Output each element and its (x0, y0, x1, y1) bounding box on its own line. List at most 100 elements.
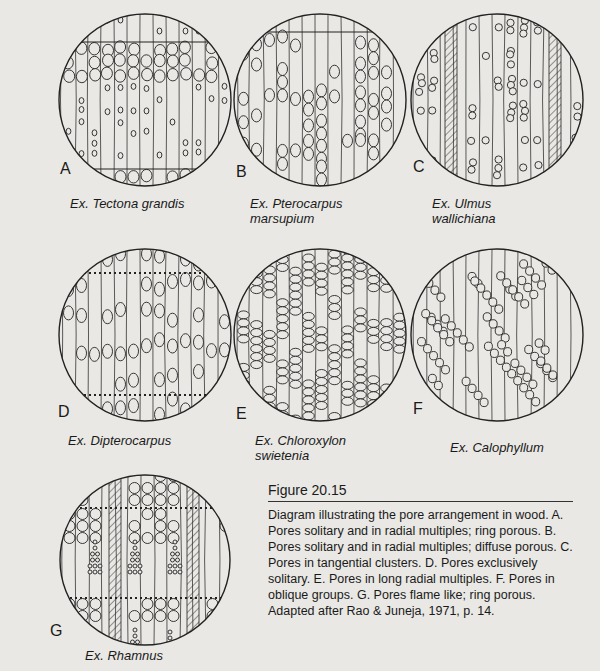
ray-line (180, 475, 181, 645)
pore (395, 142, 405, 155)
pore (424, 345, 432, 353)
pore (238, 335, 250, 343)
pore (77, 346, 87, 360)
ray-line (379, 14, 381, 186)
pore (92, 130, 97, 136)
pore (394, 275, 406, 283)
pore (277, 360, 289, 368)
pore (168, 636, 172, 640)
pore (355, 324, 367, 332)
pore (168, 533, 179, 544)
pore (116, 401, 126, 415)
pore (239, 92, 249, 105)
pore (118, 153, 123, 159)
pore (329, 353, 341, 361)
pore (342, 389, 354, 397)
pore (264, 282, 276, 290)
pore (277, 376, 289, 384)
pore (329, 304, 341, 312)
pore (484, 342, 492, 350)
pore (207, 344, 217, 358)
pore (168, 521, 179, 532)
pore (93, 540, 97, 544)
pore (194, 308, 204, 322)
pore (369, 93, 379, 106)
pore (303, 396, 315, 404)
pore (115, 70, 126, 82)
pore (116, 377, 126, 391)
pore (155, 495, 166, 506)
ray-line (491, 249, 492, 421)
pore (142, 339, 152, 353)
pore (131, 131, 136, 137)
pore (290, 291, 302, 299)
figure-caption: Diagram illustrating the pore arrangemen… (268, 507, 580, 619)
pore (355, 399, 367, 407)
pore (441, 315, 449, 323)
pore (155, 304, 165, 318)
pore (77, 521, 88, 532)
pore (207, 250, 217, 264)
pore (574, 23, 581, 30)
pore (115, 41, 126, 53)
pore (316, 327, 328, 335)
pore (356, 57, 366, 70)
pore (93, 546, 97, 550)
pore (342, 286, 354, 294)
pore (342, 278, 354, 286)
pore (239, 34, 249, 47)
pore (138, 570, 142, 574)
pore (88, 570, 92, 574)
pore (77, 495, 88, 506)
pore (477, 284, 485, 292)
pore (537, 357, 545, 365)
pore (304, 90, 314, 103)
pore (517, 366, 525, 374)
pore (291, 144, 301, 157)
pore (142, 611, 153, 622)
pore (465, 343, 473, 351)
ray-line (426, 249, 427, 421)
pore (515, 293, 523, 301)
section-e (237, 245, 405, 456)
pore (157, 152, 162, 158)
ray-line (427, 14, 428, 186)
pore (480, 398, 488, 406)
pore (543, 364, 551, 372)
pore (303, 388, 315, 396)
pore (419, 272, 427, 280)
pore (447, 322, 455, 330)
pore (520, 260, 528, 268)
pore (133, 546, 137, 550)
pore (442, 366, 450, 374)
ray-line (570, 249, 571, 421)
pore (304, 119, 314, 132)
ray-line (289, 14, 290, 186)
pore (128, 67, 139, 79)
pore (251, 337, 263, 345)
pore (251, 353, 263, 361)
pore (173, 654, 177, 658)
pore (381, 260, 393, 268)
pore (381, 343, 393, 351)
pore (329, 345, 341, 353)
pore (330, 90, 340, 103)
pore (90, 599, 101, 610)
pore (520, 164, 527, 171)
pore (440, 331, 448, 339)
pore (471, 277, 479, 285)
pore (418, 338, 426, 346)
pore (520, 114, 527, 121)
ray-line (465, 249, 466, 421)
pore (431, 55, 438, 62)
pore (316, 378, 328, 386)
pore (290, 380, 302, 388)
pore (290, 348, 302, 356)
pore (381, 400, 393, 408)
pore (76, 70, 87, 82)
pore (238, 261, 250, 269)
pore (355, 263, 367, 271)
pore (98, 570, 102, 574)
pore (395, 155, 405, 168)
pore (290, 299, 302, 307)
